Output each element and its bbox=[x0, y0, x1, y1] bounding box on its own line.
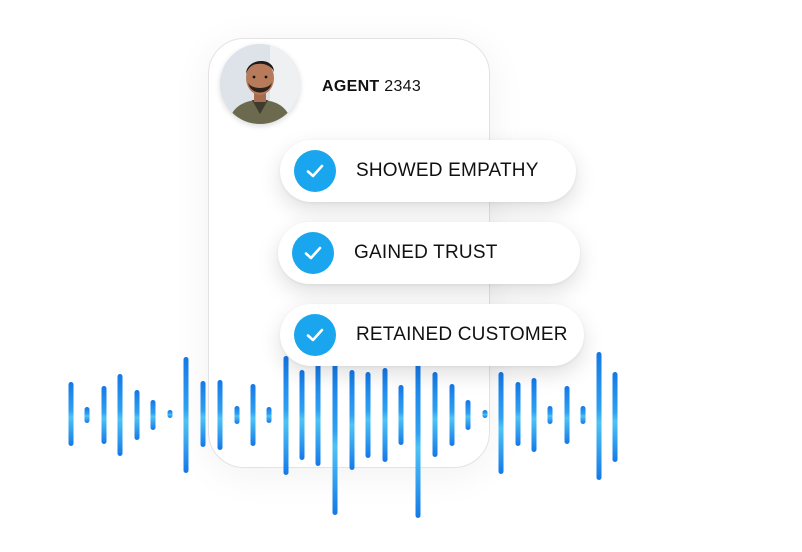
badge-retained-customer: RETAINED CUSTOMER bbox=[280, 304, 584, 366]
waveform-bar bbox=[415, 362, 421, 518]
waveform-bar bbox=[266, 407, 272, 423]
agent-title: AGENT bbox=[322, 78, 380, 95]
waveform-bar bbox=[167, 410, 173, 418]
waveform-bar bbox=[515, 382, 521, 446]
check-icon bbox=[292, 232, 334, 274]
waveform-bar bbox=[217, 380, 223, 450]
waveform-bar bbox=[465, 400, 471, 430]
waveform-bar bbox=[365, 372, 371, 458]
badge-label: GAINED TRUST bbox=[354, 242, 498, 263]
waveform-bar bbox=[134, 390, 140, 440]
waveform-bar bbox=[547, 406, 553, 424]
waveform-bar bbox=[200, 381, 206, 447]
waveform-bar bbox=[564, 386, 570, 444]
waveform-bar bbox=[299, 370, 305, 460]
waveform-bar bbox=[84, 407, 90, 423]
agent-name: AGENT 2343 bbox=[322, 78, 421, 96]
check-icon bbox=[294, 314, 336, 356]
waveform-bar bbox=[449, 384, 455, 446]
waveform-bar bbox=[150, 400, 156, 430]
waveform-bar bbox=[612, 372, 618, 462]
waveform-bar bbox=[250, 384, 256, 446]
waveform-bar bbox=[580, 406, 586, 424]
badge-label: SHOWED EMPATHY bbox=[356, 160, 539, 181]
agent-avatar bbox=[220, 44, 300, 124]
waveform-bar bbox=[68, 382, 74, 446]
waveform-bar bbox=[531, 378, 537, 452]
waveform-bar bbox=[117, 374, 123, 456]
waveform-bar bbox=[283, 356, 289, 475]
waveform-bar bbox=[398, 385, 404, 445]
waveform-bar bbox=[234, 406, 240, 424]
badge-label: RETAINED CUSTOMER bbox=[356, 324, 568, 345]
waveform-bar bbox=[349, 370, 355, 470]
waveform-bar bbox=[432, 372, 438, 457]
check-icon bbox=[294, 150, 336, 192]
waveform-bar bbox=[315, 364, 321, 466]
waveform-bar bbox=[101, 386, 107, 444]
badge-showed-empathy: SHOWED EMPATHY bbox=[280, 140, 576, 202]
waveform-bar bbox=[183, 357, 189, 473]
waveform-bar bbox=[498, 372, 504, 474]
waveform-bar bbox=[596, 352, 602, 480]
agent-id: 2343 bbox=[384, 78, 422, 95]
badge-gained-trust: GAINED TRUST bbox=[278, 222, 580, 284]
waveform-bar bbox=[332, 362, 338, 515]
waveform-bar bbox=[382, 368, 388, 462]
waveform-bar bbox=[482, 410, 488, 418]
